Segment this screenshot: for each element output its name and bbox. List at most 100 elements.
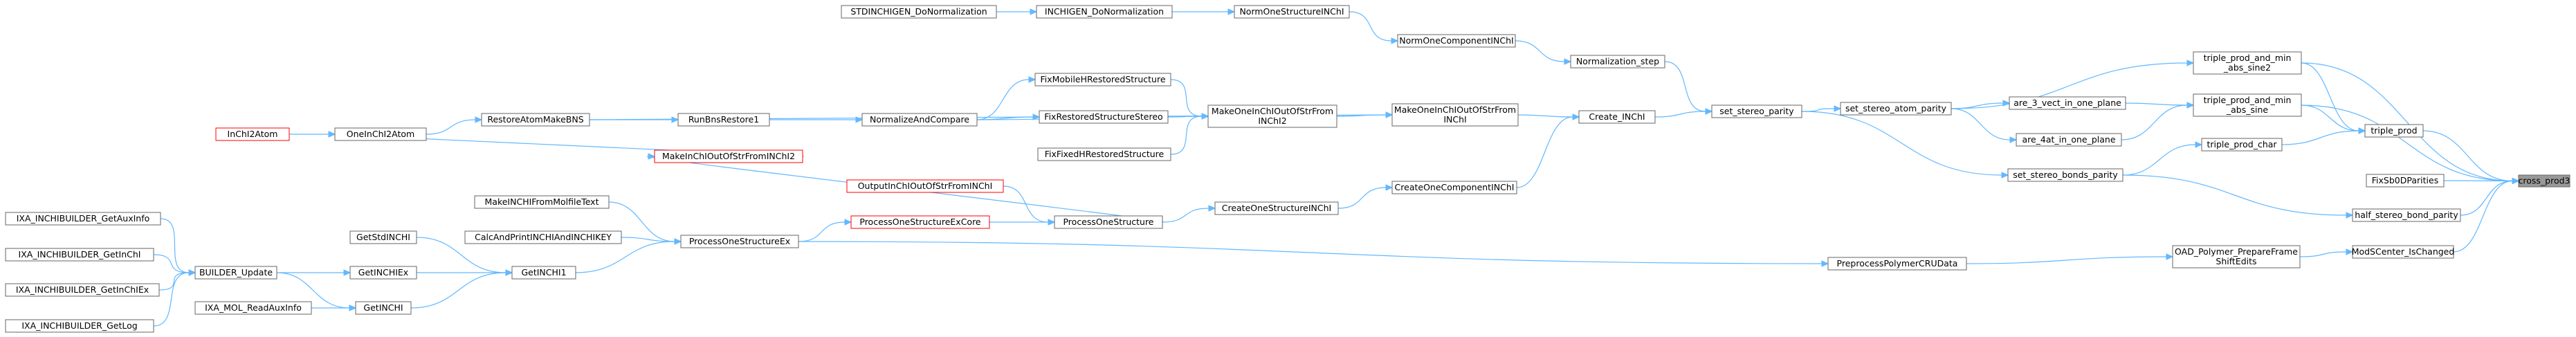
arrowhead-icon (1028, 76, 1036, 83)
node-create-inchi[interactable]: Create_INChI (1578, 110, 1656, 124)
node-ixa-inchibuilder-getinchiex[interactable]: IXA_INCHIBUILDER_GetInChIEx (5, 283, 160, 297)
edge-processonestructure-to-createonestructureinchi (1162, 205, 1216, 223)
node-triple-prod[interactable]: triple_prod (2364, 124, 2424, 138)
edge-preprocesspolymercrudata-to-oad-polymer-prepareframeshiftedits (1966, 253, 2174, 264)
node-layer: cross_prod3 triple_prod_and_min_abs_sine2… (5, 5, 2570, 333)
node-label: triple_prod_and_min_abs_sine (2204, 95, 2292, 115)
node-label: set_stereo_bonds_parity (2013, 170, 2118, 180)
edge-line (1801, 111, 2002, 176)
node-fixmobilehrestoredstructure[interactable]: FixMobileHRestoredStructure (1034, 73, 1171, 86)
node-triple-prod-and-min-abs-sine2[interactable]: triple_prod_and_min_abs_sine2 (2193, 51, 2302, 75)
edge-are-4at-in-one-plane-to-triple-prod-and-min-abs-sine (2121, 102, 2195, 140)
edge-line (1337, 187, 1387, 209)
node-makeinchioutofstrfrominchi2[interactable]: MakeInChIOutOfStrFromINChI2 (654, 149, 803, 163)
node-are-3-vect-in-one-plane[interactable]: are_3_vect_in_one_plane (2009, 96, 2126, 110)
edge-triple-prod-and-min-abs-sine2-to-triple-prod (2301, 62, 2366, 134)
node-inchigen-donormalization[interactable]: INCHIGEN_DoNormalization (1036, 5, 1173, 19)
node-normalizeandcompare[interactable]: NormalizeAndCompare (861, 113, 978, 127)
node-createonecomponentinchi[interactable]: CreateOneComponentINChI (1391, 181, 1517, 194)
node-set-stereo-parity[interactable]: set_stereo_parity (1711, 104, 1802, 118)
node-createonestructureinchi[interactable]: CreateOneStructureINChI (1214, 201, 1339, 215)
node-box (1578, 110, 1656, 124)
node-label: set_stereo_atom_parity (1845, 103, 1947, 113)
node-box (511, 266, 576, 280)
edge-line (2422, 130, 2513, 182)
node-box (841, 5, 997, 19)
arrowhead-icon (2346, 248, 2354, 255)
node-label: RunBnsRestore1 (688, 114, 759, 125)
node-calcandprintinchiandinchikey[interactable]: CalcAndPrintINCHIAndINCHIKEY (464, 230, 622, 244)
node-processonestructureexcore[interactable]: ProcessOneStructureExCore (850, 215, 990, 229)
edge-stdinchigen-donormalization-to-inchigen-donormalization (996, 8, 1038, 15)
node-set-stereo-bonds-parity[interactable]: set_stereo_bonds_parity (2007, 168, 2123, 182)
node-modscenter-ischanged[interactable]: ModSCenter_IsChanged (2352, 245, 2455, 259)
node-label: IXA_MOL_ReadAuxInfo (205, 302, 302, 313)
node-restoreatommakebns[interactable]: RestoreAtomMakeBNS (481, 113, 590, 127)
node-builder-update[interactable]: BUILDER_Update (194, 266, 277, 280)
edge-line (2460, 180, 2513, 216)
node-getinchi1[interactable]: GetINCHI1 (511, 266, 576, 280)
arrowhead-icon (2186, 60, 2195, 66)
node-fixsb0dparities[interactable]: FixSb0DParities (2366, 174, 2445, 188)
node-box (464, 230, 622, 244)
edge-line (798, 241, 1823, 264)
node-ixa-mol-readauxinfo[interactable]: IXA_MOL_ReadAuxInfo (194, 301, 312, 315)
edge-oad-polymer-prepareframeshiftedits-to-modscenter-ischanged (2299, 248, 2354, 257)
node-runbnsrestore1[interactable]: RunBnsRestore1 (677, 113, 770, 127)
node-fixrestoredstructurestereo[interactable]: FixRestoredStructureStereo (1039, 110, 1169, 124)
arrowhead-icon (855, 116, 864, 123)
edge-processonestructureexcore-to-processonestructure (989, 219, 1056, 226)
arrowhead-icon (505, 269, 513, 276)
node-normonecomponentinchi[interactable]: NormOneComponentINChI (1397, 34, 1516, 48)
node-getinchiex[interactable]: GetINCHIEx (349, 266, 417, 280)
node-box (1827, 257, 1967, 271)
edge-line (2301, 104, 2513, 182)
arrowhead-icon (2001, 172, 2009, 179)
arrowhead-icon (1048, 219, 1056, 226)
node-ixa-inchibuilder-getlog[interactable]: IXA_INCHIBUILDER_GetLog (5, 319, 154, 333)
edge-line (160, 218, 190, 273)
node-getinchi[interactable]: GetINCHI (355, 301, 412, 315)
edge-line (2125, 102, 2188, 106)
node-box (5, 319, 154, 333)
node-oneinchi2atom[interactable]: OneInChI2Atom (334, 127, 427, 141)
edge-line (158, 272, 190, 291)
node-half-stereo-bond-parity[interactable]: half_stereo_bond_parity (2352, 208, 2461, 222)
node-inchi2atom[interactable]: InChI2Atom (215, 127, 290, 141)
node-box (850, 215, 990, 229)
edge-fixmobilehrestoredstructure-to-makeoneinchioutofstrfrominchi2 (1170, 79, 1209, 120)
node-are-4at-in-one-plane[interactable]: are_4at_in_one_plane (2016, 133, 2122, 147)
node-fixfixedhrestoredstructure[interactable]: FixFixedHRestoredStructure (1037, 147, 1171, 161)
node-label: ProcessOneStructureEx (689, 236, 790, 246)
edge-line (2301, 62, 2513, 182)
node-triple-prod-and-min-abs-sine[interactable]: triple_prod_and_min_abs_sine (2193, 93, 2302, 117)
node-processonestructure[interactable]: ProcessOneStructure (1054, 215, 1163, 229)
arrowhead-icon (671, 116, 679, 123)
node-preprocesspolymercrudata[interactable]: PreprocessPolymerCRUData (1827, 257, 1967, 271)
node-makeinchifrommolfiletext[interactable]: MakeINCHIFromMolfileText (474, 195, 610, 209)
node-normonestructureinchi[interactable]: NormOneStructureINChI (1234, 5, 1350, 19)
edge-set-stereo-bonds-parity-to-half-stereo-bond-parity (2122, 174, 2354, 219)
node-normalization-step[interactable]: Normalization_step (1570, 55, 1665, 69)
arrowhead-icon (1201, 113, 1209, 120)
edge-calcandprintinchiandinchikey-to-processonestructureex (621, 237, 682, 245)
node-stdinchigen-donormalization[interactable]: STDINCHIGEN_DoNormalization (841, 5, 997, 19)
node-triple-prod-char[interactable]: triple_prod_char (2201, 138, 2283, 152)
node-label: STDINCHIGEN_DoNormalization (850, 6, 987, 17)
node-ixa-inchibuilder-getauxinfo[interactable]: IXA_INCHIBUILDER_GetAuxInfo (5, 212, 161, 226)
edge-line (2301, 104, 2359, 131)
node-ixa-inchibuilder-getinchi[interactable]: IXA_INCHIBUILDER_GetInChI (5, 248, 154, 262)
node-processonestructureex[interactable]: ProcessOneStructureEx (680, 235, 799, 248)
edge-line (1517, 114, 1573, 118)
node-set-stereo-atom-parity[interactable]: set_stereo_atom_parity (1840, 102, 1952, 116)
node-cross-prod3[interactable]: cross_prod3 (2518, 174, 2570, 188)
node-box (1037, 147, 1171, 161)
node-box (1054, 215, 1163, 229)
node-outputinchioutofstrfrominchi[interactable]: OutputInChIOutOfStrFromINChI (846, 179, 1004, 193)
edge-line (1003, 185, 1049, 223)
arrowhead-icon (2186, 102, 2195, 109)
node-getstdinchi[interactable]: GetStdINCHI (349, 230, 417, 244)
